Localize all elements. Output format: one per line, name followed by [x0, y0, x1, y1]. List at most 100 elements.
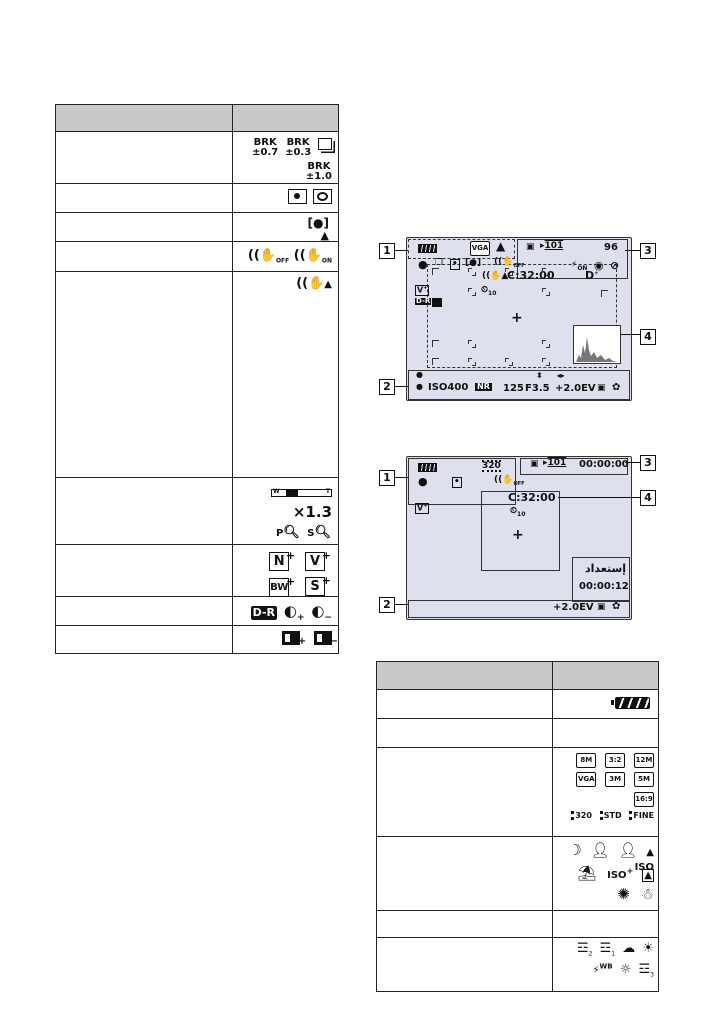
scene-icons-row-1: ☽ 👤︎ 👤︎ ▲ISO [568, 843, 654, 873]
image-size-row-4: 320 STD FINE [571, 811, 654, 820]
scene-icons-row-3: ✺ ☃ [617, 887, 654, 902]
callout-1: 1 [379, 243, 395, 259]
movie-std-icon: STD [599, 811, 622, 820]
self-timer-icon-2: ⏲10 [510, 506, 526, 518]
macro-icon-2: ✿ [612, 601, 621, 612]
size-5m-icon: 5M [634, 772, 654, 787]
vibration-small-icon: ((✋▲ [482, 271, 509, 281]
dro-icon: D-R [250, 606, 278, 620]
spot-small-icon: • [450, 259, 460, 270]
movie-fine-icon: FINE [629, 811, 654, 820]
brk-10-icon: BRK±1.0 [305, 161, 332, 182]
wb-icons-row-1: ☲2 ☲1 ☁ ☀ [577, 942, 654, 958]
battery-icon-2 [418, 463, 437, 472]
burst-small-icon: ❐ [435, 258, 444, 268]
size-8m-icon: 8M [576, 753, 597, 768]
fluorescent-3-icon: ☲3 [638, 962, 654, 979]
metering-small-icon: ▣ [597, 383, 606, 393]
steadyshot-off-icon: ((✋OFF [247, 248, 290, 265]
red-eye-icon: ◉ [594, 259, 604, 272]
nr-icon: NR [475, 382, 492, 391]
face-detection-icon: [●]▲ [307, 216, 329, 242]
scene-icons-row-2: ⛱ ISO+ ▲ [577, 866, 654, 882]
camera-mode-icon: ● [418, 258, 428, 271]
group-1-box [408, 239, 515, 259]
image-size-row-1: 8M 3:2 12M [571, 753, 654, 768]
rec-dot-2: ● [416, 382, 423, 391]
fluorescent-2-icon: ☲2 [576, 941, 593, 958]
brk-07-icon: BRK±0.7 [252, 137, 279, 158]
aperture: F3.5 [525, 383, 550, 394]
right-indicator-table [376, 661, 659, 992]
steadyshot-on-icon: ((✋ON [293, 248, 332, 265]
scene-landscape-icon: ▲ [496, 239, 506, 253]
image-size-icon: VGA [470, 241, 490, 256]
dro-icons: D-R ◐+ ◐− [248, 604, 332, 623]
steady-off-icon-2: ((✋OFF [494, 475, 525, 487]
ev-readout: +2.0EV [555, 383, 596, 394]
no-flash-icon: ⊘ [610, 259, 620, 272]
shutter-speed: 125 [503, 383, 524, 394]
image-size-row-3: 16:9 [629, 792, 654, 807]
callout-2b: 2 [379, 597, 395, 613]
group-1b-box [408, 458, 516, 505]
size-32-icon: 3:2 [605, 753, 626, 768]
group-3-box [517, 239, 628, 279]
zoom-modes: P🔍︎ S🔍︎ [275, 525, 331, 540]
memory-icon: ▣ [526, 242, 535, 252]
ev-readout-2: +2.0EV [553, 602, 594, 613]
daylight-icon: ☀ [642, 941, 654, 956]
dro-small-icon: D-R [415, 297, 432, 305]
zoom-t-label: T [325, 488, 330, 495]
color-mode-icons-2: BW+ S+ [264, 574, 331, 597]
size-169-icon: 16:9 [634, 792, 654, 807]
face-small-icon: [●] [465, 258, 482, 268]
metering-small-icon-2: ▣ [597, 602, 606, 612]
self-timer-icon: ⏲10 [481, 285, 497, 297]
twilight-portrait-icon: 👤︎ [590, 841, 610, 859]
flash-wb-icon: ⚡WB [592, 962, 613, 976]
standby-text: إستعداد [585, 562, 627, 575]
dro-minus-icon: ◐− [311, 602, 332, 623]
callout-4: 4 [640, 329, 656, 345]
center-weighted-icon [313, 189, 332, 204]
color-mode-small-icon: V+ [415, 285, 430, 296]
memory-icon-2: ▣ [530, 459, 539, 469]
histogram [573, 325, 621, 364]
soft-snap-icon: 👤︎ [618, 841, 638, 859]
fluorescent-1-icon: ☲1 [599, 941, 616, 958]
steady-off-icon: ((✋OFF [494, 257, 525, 269]
spot-metering-icon [288, 189, 308, 204]
snow-icon: ☃ [640, 885, 654, 903]
wb-icons-row-2: ⚡WB ☼ ☲3 [592, 963, 654, 979]
color-mode-icons-1: N+ V+ [264, 549, 331, 571]
mode-s-icon: S+ [305, 574, 331, 596]
callout-2: 2 [379, 379, 395, 395]
spot-small-icon-2: • [452, 477, 462, 488]
size-vga-icon: VGA [576, 772, 597, 787]
metering-icons [288, 189, 332, 204]
callout-4b: 4 [640, 490, 656, 506]
zoom-w-label: W [273, 488, 280, 495]
folder-icon-2: ▸101 [543, 458, 567, 468]
group-4-box [427, 264, 617, 368]
incandescent-icon: ☼ [619, 962, 632, 977]
contrast-icons: + − [282, 631, 338, 647]
group-2-box [408, 370, 630, 400]
image-size-row-2: VGA 3M 5M [571, 772, 654, 787]
time-counter: 00:00:00 [579, 459, 629, 470]
size-12m-icon: 12M [634, 753, 654, 768]
cloudy-icon: ☁ [622, 941, 636, 956]
high-sensitivity-icon: ▲ISO [634, 847, 654, 873]
landscape-icon: ▲ [642, 869, 654, 882]
macro-icon: ✿ [612, 382, 621, 393]
battery-large-icon [615, 697, 650, 709]
size-3m-icon: 3M [605, 772, 626, 787]
battery-icon [418, 244, 437, 253]
movie-320-icon: 320 [571, 811, 592, 820]
iso-readout: ISO400 [428, 382, 469, 393]
steadyshot-icons: ((✋OFF ((✋ON [248, 249, 332, 265]
folder-icon: ▸101 [540, 241, 564, 251]
color-mode-small-icon-2: V+ [415, 503, 430, 514]
burst-icon [318, 138, 332, 150]
